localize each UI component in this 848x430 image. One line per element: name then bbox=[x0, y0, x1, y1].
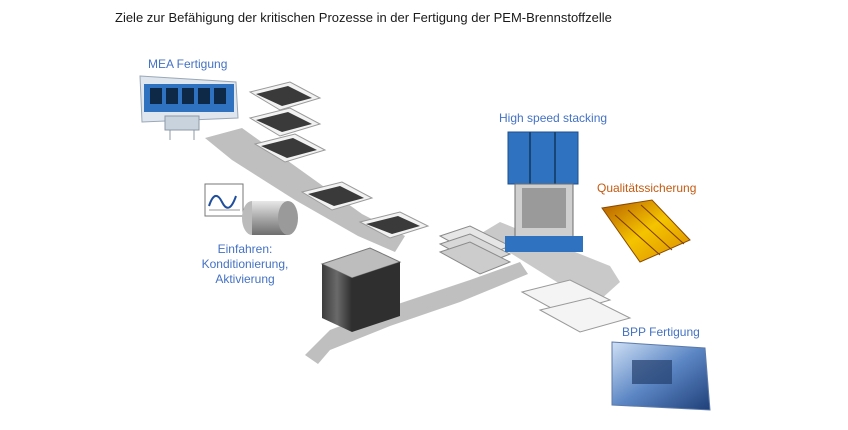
bpp-plates-icon bbox=[520, 279, 632, 333]
page-title: Ziele zur Befähigung der kritischen Proz… bbox=[115, 10, 612, 25]
flow-arrow-upper bbox=[205, 128, 405, 252]
label-high-speed-stacking: High speed stacking bbox=[499, 111, 608, 125]
conditioning-tank-icon bbox=[242, 201, 298, 235]
stacking-machine-icon bbox=[505, 131, 583, 252]
label-einfahren-line2: Konditionierung, bbox=[201, 257, 289, 271]
flow-arrow-lower bbox=[305, 262, 528, 364]
label-einfahren-line1: Einfahren: bbox=[217, 242, 273, 256]
label-einfahren: Einfahren: Konditionierung, Aktivierung bbox=[192, 242, 298, 287]
mea-machine-icon bbox=[139, 75, 239, 140]
mea-plates-icon bbox=[248, 81, 327, 163]
chart-monitor-icon bbox=[204, 183, 244, 217]
label-mea-fertigung: MEA Fertigung bbox=[148, 57, 228, 71]
fuel-cell-stack-icon bbox=[320, 247, 402, 332]
stacked-plates-icon bbox=[438, 225, 512, 275]
quality-heatmap-icon bbox=[601, 199, 691, 263]
label-einfahren-line3: Aktivierung bbox=[215, 272, 275, 286]
label-bpp-fertigung: BPP Fertigung bbox=[622, 325, 700, 339]
bpp-photo-icon bbox=[611, 341, 711, 411]
label-qualitaetssicherung: Qualitätssicherung bbox=[597, 181, 697, 195]
conveyor-plates-icon bbox=[300, 181, 430, 239]
